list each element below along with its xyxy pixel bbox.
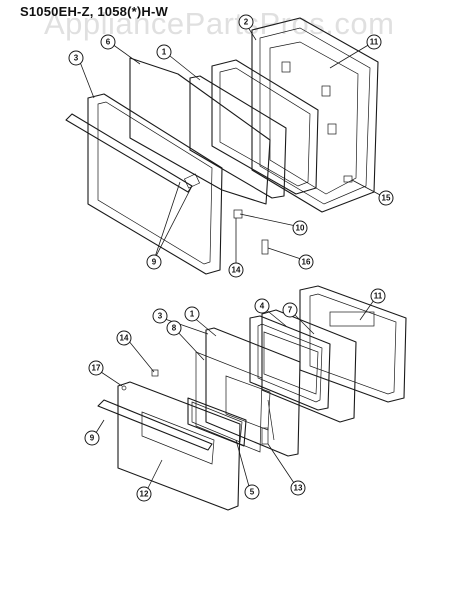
callout-bottom-5: 5: [244, 484, 260, 500]
svg-text:17: 17: [92, 364, 101, 373]
callout-top-1: 1: [156, 44, 172, 60]
bottom-panel-7: [261, 309, 357, 423]
callout-bottom-13: 13: [290, 480, 306, 496]
svg-text:11: 11: [370, 38, 379, 47]
top-handle: [65, 113, 193, 193]
top-glass-panel: [211, 59, 319, 195]
callout-bottom-1: 1: [184, 306, 200, 322]
svg-text:11: 11: [374, 292, 383, 301]
svg-text:10: 10: [296, 224, 305, 233]
svg-text:15: 15: [382, 194, 391, 203]
svg-text:16: 16: [302, 258, 311, 267]
svg-text:2: 2: [244, 18, 249, 27]
bottom-small-parts: [121, 369, 269, 445]
svg-text:9: 9: [90, 434, 95, 443]
callout-top-11: 11: [366, 34, 382, 50]
svg-text:8: 8: [172, 324, 177, 333]
svg-text:3: 3: [158, 312, 163, 321]
top-small-parts: [183, 173, 353, 255]
svg-text:14: 14: [120, 334, 129, 343]
svg-text:13: 13: [294, 484, 303, 493]
svg-text:7: 7: [288, 306, 293, 315]
callout-top-9: 9: [146, 254, 162, 270]
bottom-back-panel: [299, 285, 407, 403]
bottom-window-glass: [187, 397, 247, 447]
svg-text:14: 14: [232, 266, 241, 275]
callout-bottom-3: 3: [152, 308, 168, 324]
watermark: AppliancePartsPros.com: [44, 6, 395, 41]
callout-top-3: 3: [68, 50, 84, 66]
callout-top-14: 14: [228, 262, 244, 278]
top-back-panel: [251, 17, 379, 213]
callout-bottom-12: 12: [136, 486, 152, 502]
svg-text:4: 4: [260, 302, 265, 311]
callout-bottom-8: 8: [166, 320, 182, 336]
diagram-title: S1050EH-Z, 1058(*)H-W: [20, 4, 168, 19]
top-inner-panel: [189, 75, 287, 199]
bottom-leader-lines: [93, 299, 375, 493]
svg-text:5: 5: [250, 488, 255, 497]
svg-text:6: 6: [106, 38, 111, 47]
callout-bottom-4: 4: [254, 298, 270, 314]
svg-text:1: 1: [190, 310, 195, 319]
callout-bottom-14: 14: [116, 330, 132, 346]
bottom-handle: [97, 399, 213, 451]
callout-bottom-9: 9: [84, 430, 100, 446]
callout-bottom-7: 7: [282, 302, 298, 318]
bottom-glass-frame: [249, 315, 331, 411]
callout-top-10: 10: [292, 220, 308, 236]
callout-top-16: 16: [298, 254, 314, 270]
top-leader-lines: [79, 23, 383, 266]
svg-text:9: 9: [152, 258, 157, 267]
top-insulation: [129, 57, 271, 205]
svg-text:1: 1: [162, 48, 167, 57]
svg-text:3: 3: [74, 54, 79, 63]
callout-top-15: 15: [378, 190, 394, 206]
top-door-frame: [87, 93, 223, 275]
bottom-assembly: 3 1 4 7 11 14 8 17 9 12 5 13: [84, 285, 407, 511]
callout-top-6: 6: [100, 34, 116, 50]
bottom-outer-door: [117, 381, 241, 511]
callout-bottom-11: 11: [370, 288, 386, 304]
callout-bottom-17: 17: [88, 360, 104, 376]
top-assembly: 2 6 1 11 3 15 10 9 14 16: [65, 14, 394, 278]
svg-text:12: 12: [140, 490, 149, 499]
callout-top-2: 2: [238, 14, 254, 30]
